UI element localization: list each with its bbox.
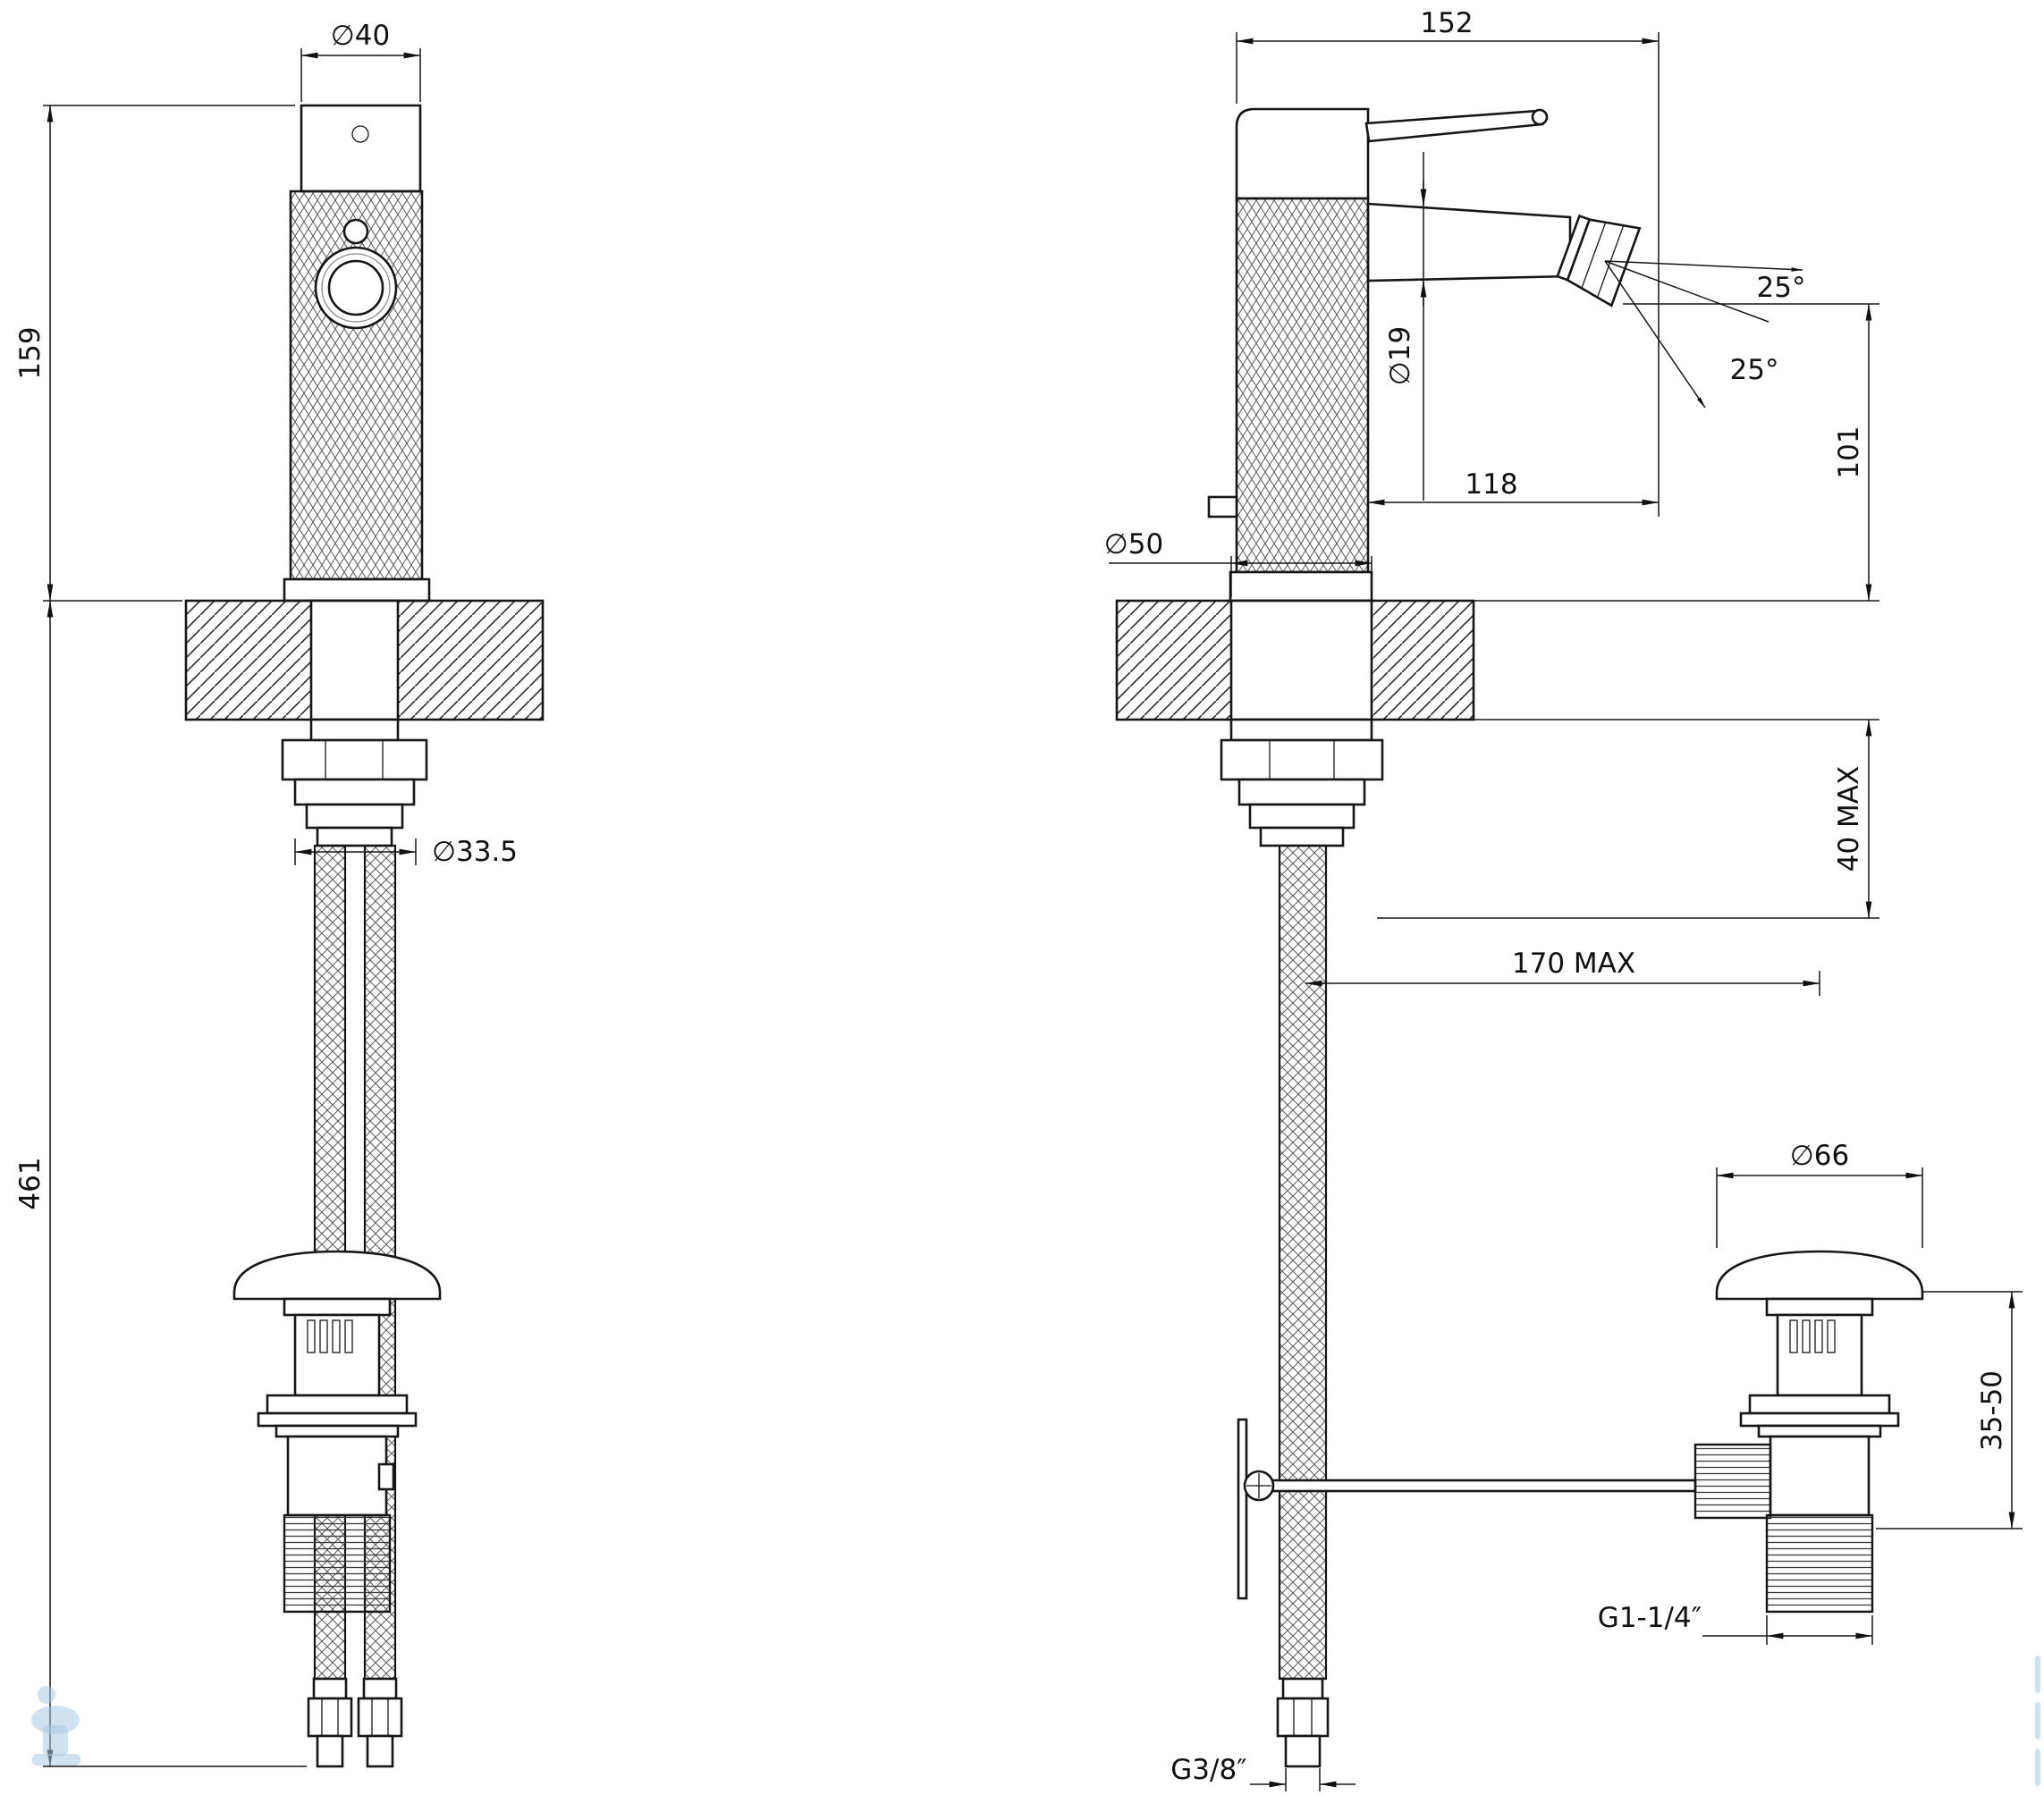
dim-body-height: 159	[14, 105, 295, 602]
popup-drain-front	[232, 1250, 442, 1614]
faucet-cap-side	[1235, 107, 1370, 200]
popup-drain-side	[1693, 1250, 1924, 1614]
dim-label-total-height: 461	[14, 1157, 46, 1209]
dim-label-drain-depth: 35-50	[1976, 1370, 2008, 1451]
drain-dome-front	[232, 1250, 442, 1301]
side-view: 25° 25° 152 ∅19 101 118	[1104, 7, 2023, 1791]
control-ring-mid	[321, 253, 391, 323]
control-ring-inner	[327, 259, 384, 316]
hose-fitting-right	[357, 1677, 403, 1768]
drain-neck-side	[1765, 1297, 1874, 1317]
cap-hole	[351, 125, 369, 143]
fitting-front	[305, 803, 404, 830]
drain-flange-2-side	[1739, 1412, 1900, 1428]
drain-neck-front	[283, 1297, 392, 1317]
front-view: ∅40 159 461 ∅33.5	[14, 20, 545, 1768]
dim-hose-offset: 170 MAX	[1305, 948, 1820, 996]
linkage-housing	[1693, 1443, 1772, 1520]
dim-label-angle-upper: 25°	[1757, 272, 1806, 304]
dim-drain-thread: G1-1/4″	[1598, 1602, 1873, 1645]
watermark-stripe	[2035, 1656, 2040, 1786]
washer-front	[293, 778, 416, 806]
drain-thread-front	[283, 1513, 392, 1614]
dim-drain-depth: 35-50	[1876, 1291, 2023, 1530]
rod-clamp-screw	[1243, 1470, 1275, 1502]
supply-hose-side	[1278, 844, 1328, 1681]
popup-vertical-rod	[1237, 1418, 1248, 1600]
hose-fitting-side	[1276, 1677, 1330, 1768]
faucet-body-side	[1235, 197, 1370, 574]
dim-spout-height: 101	[1474, 303, 1879, 602]
shank-front	[309, 718, 400, 742]
base-plate-side	[1229, 570, 1373, 603]
dim-label-base-diameter: ∅50	[1104, 528, 1163, 560]
drain-body-side	[1769, 1435, 1871, 1517]
watermark-logo	[31, 1686, 80, 1766]
dim-label-shank-diameter: ∅33.5	[432, 836, 518, 868]
dim-shank-diameter: ∅33.5	[294, 836, 518, 868]
hose-fitting-left	[307, 1677, 353, 1768]
dim-supply-thread: G3/8″	[1170, 1754, 1356, 1791]
dim-label-drain-thread: G1-1/4″	[1598, 1602, 1702, 1634]
drain-flange-3	[275, 1424, 400, 1438]
fitting-step-side	[1259, 826, 1345, 847]
drain-flange-1	[266, 1394, 409, 1415]
dim-spout-reach: 118	[1367, 468, 1660, 506]
dim-top-diameter: ∅40	[300, 20, 421, 102]
drain-dome-side	[1715, 1250, 1924, 1301]
dim-label-angle-lower: 25°	[1730, 354, 1779, 386]
diverter-small-circle	[342, 218, 369, 245]
dim-label-body-height: 159	[14, 326, 46, 379]
shank-side	[1229, 718, 1373, 742]
washer-side	[1237, 778, 1366, 806]
spray-angle-lines: 25° 25°	[1604, 260, 1806, 409]
lever-handle	[1364, 108, 1549, 143]
fitting-step-front	[316, 826, 393, 847]
dim-base-diameter: ∅50	[1104, 528, 1373, 597]
popup-horizontal-rod	[1257, 1479, 1697, 1493]
drain-slotted-body-front	[293, 1313, 381, 1397]
dim-label-supply-thread: G3/8″	[1170, 1754, 1247, 1786]
faucet-cap-front	[300, 104, 422, 193]
drain-clip-front	[377, 1462, 395, 1491]
counter-hole-side	[1229, 599, 1373, 721]
drain-flange-2	[257, 1412, 418, 1428]
dim-deck-thickness: 40 MAX	[1377, 719, 1879, 919]
dim-label-spout-height: 101	[1833, 426, 1865, 478]
fitting-side	[1248, 803, 1356, 830]
set-screw	[1207, 495, 1238, 518]
base-plate-front	[283, 577, 431, 603]
dim-drain-diameter: ∅66	[1716, 1140, 1923, 1248]
dim-spout-diameter: ∅19	[1384, 152, 1427, 501]
spout-side	[1366, 202, 1572, 282]
drain-body-front	[286, 1435, 388, 1517]
dim-label-drain-diameter: ∅66	[1790, 1140, 1849, 1172]
dim-label-deck-thickness: 40 MAX	[1833, 766, 1865, 872]
drain-slotted-body-side	[1776, 1313, 1863, 1397]
dim-label-top-diameter: ∅40	[331, 20, 390, 52]
drain-flange-1-side	[1748, 1394, 1891, 1415]
drain-thread-side	[1765, 1513, 1874, 1614]
dim-label-hose-offset: 170 MAX	[1512, 948, 1635, 980]
dim-label-depth: 152	[1420, 7, 1473, 39]
dim-total-height: 461	[14, 600, 307, 1767]
aerator-head	[1556, 214, 1642, 308]
counter-hole-front	[309, 599, 400, 721]
dim-label-spout-diameter: ∅19	[1384, 326, 1416, 385]
drain-flange-3-side	[1757, 1424, 1882, 1438]
dim-depth: 152	[1236, 7, 1660, 517]
dim-label-spout-reach: 118	[1465, 468, 1517, 501]
locknut-front	[281, 738, 428, 781]
locknut-side	[1220, 738, 1384, 781]
